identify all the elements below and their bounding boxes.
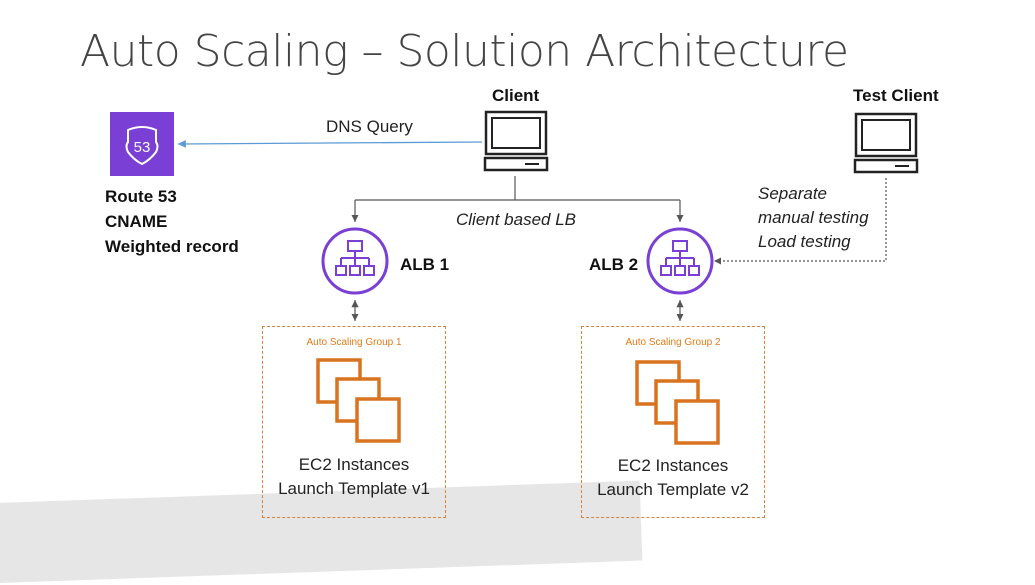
test-client-arrow: [714, 178, 887, 265]
test-notes: Separate manual testing Load testing: [758, 182, 869, 254]
client-computer-icon: [483, 110, 549, 172]
dns-query-arrow: [177, 140, 483, 148]
launch-template-line: Launch Template v1: [278, 479, 430, 498]
ec2-instances-icon: [635, 360, 720, 445]
alb1-label: ALB 1: [400, 255, 450, 274]
ec2-instances-icon: [316, 358, 401, 443]
alb2-load-balancer-icon: [646, 227, 714, 295]
ec2-caption: EC2 Instances Launch Template v2: [582, 454, 764, 502]
connector-layer: [177, 140, 887, 321]
ec2-line: EC2 Instances: [617, 456, 729, 475]
launch-template-line: Launch Template v2: [597, 480, 749, 499]
auto-scaling-group-2: Auto Scaling Group 2 EC2 Instances Launc…: [581, 326, 765, 518]
asg-title: Auto Scaling Group 1: [306, 337, 402, 348]
page-title: Auto Scaling – Solution Architecture: [80, 26, 849, 77]
route53-line: CNAME: [105, 212, 168, 231]
test-note-line: Load testing: [758, 232, 851, 251]
auto-scaling-group-1: Auto Scaling Group 1 EC2 Instances Launc…: [262, 326, 446, 518]
route53-line: Route 53: [105, 187, 177, 206]
route53-line: Weighted record: [105, 237, 239, 256]
ec2-caption: EC2 Instances Launch Template v1: [263, 453, 445, 501]
client-based-lb-label: Client based LB: [456, 210, 577, 229]
route53-badge: 53: [134, 139, 151, 156]
dns-query-label: DNS Query: [326, 117, 413, 136]
ec2-line: EC2 Instances: [298, 455, 410, 474]
alb2-label: ALB 2: [589, 255, 639, 274]
route53-label: Route 53 CNAME Weighted record: [105, 184, 239, 259]
test-client-computer-icon: [853, 112, 919, 174]
asg-title: Auto Scaling Group 2: [625, 337, 721, 348]
test-client-label: Test Client: [853, 86, 939, 105]
test-note-line: manual testing: [758, 208, 869, 227]
client-label: Client: [492, 86, 540, 105]
route53-icon: 53: [110, 112, 174, 176]
test-note-line: Separate: [758, 184, 827, 203]
alb1-load-balancer-icon: [321, 227, 389, 295]
